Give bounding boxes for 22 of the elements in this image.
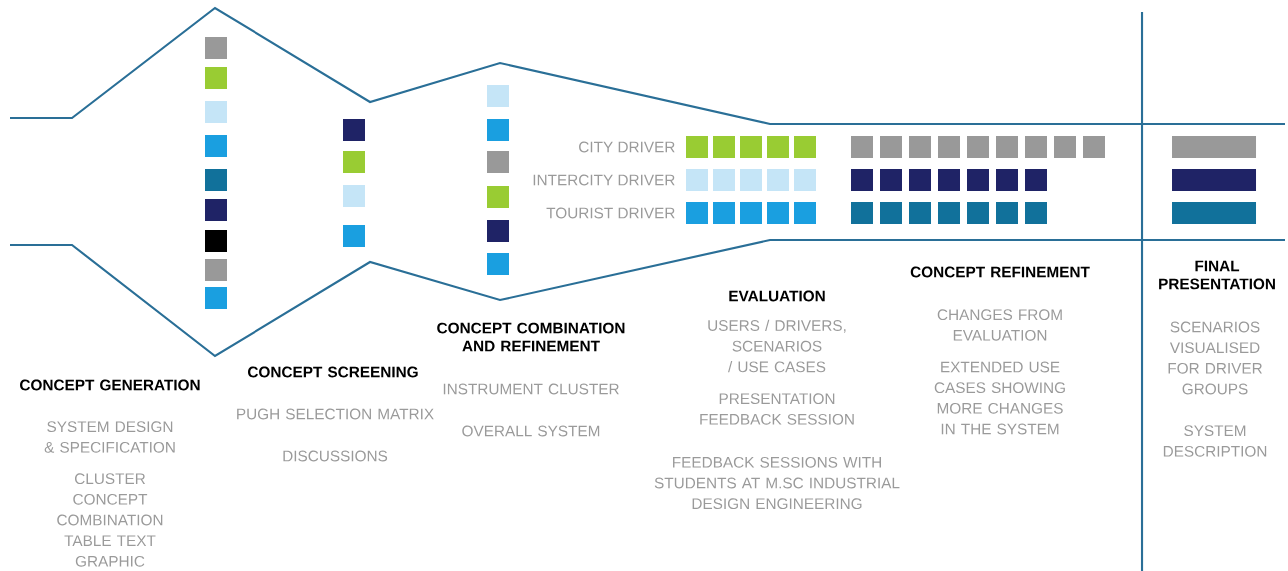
- stage-heading: EVALUATION: [729, 290, 825, 302]
- stage-note: CLUSTER CONCEPT COMBINATION TABLE TEXT GRAPHIC: [57, 473, 163, 567]
- stage-note: DISCUSSIONS: [283, 450, 388, 462]
- stage-note: SYSTEM DESCRIPTION: [1163, 425, 1267, 457]
- stage-note: USERS / DRIVERS, SCENARIOS / USE CASES: [708, 319, 846, 373]
- stage-note: OVERALL SYSTEM: [462, 425, 600, 437]
- stage-note: SYSTEM DESIGN & SPECIFICATION: [44, 421, 175, 453]
- row-label: TOURIST DRIVER: [546, 207, 675, 219]
- stage-note: EXTENDED USE CASES SHOWING MORE CHANGES IN THE SYSTEM: [934, 361, 1065, 435]
- stage-note: SCENARIOS VISUALISED FOR DRIVER GROUPS: [1168, 321, 1262, 395]
- row-label: CITY DRIVER: [579, 141, 675, 153]
- stage-heading: CONCEPT GENERATION: [20, 379, 200, 391]
- stage-heading: CONCEPT REFINEMENT: [910, 266, 1090, 278]
- stage-heading: CONCEPT COMBINATION AND REFINEMENT: [437, 322, 625, 352]
- stage-heading: CONCEPT SCREENING: [248, 366, 418, 378]
- row-label: INTERCITY DRIVER: [533, 174, 675, 186]
- stage-heading: FINAL PRESENTATION: [1159, 260, 1275, 290]
- stage-note: INSTRUMENT CLUSTER: [443, 383, 619, 395]
- stage-note: FEEDBACK SESSIONS WITH STUDENTS AT M.SC INDUSTRIAL DESIGN ENGINEERING: [654, 456, 900, 510]
- stage-note: PUGH SELECTION MATRIX: [237, 408, 434, 420]
- stage-note: PRESENTATION FEEDBACK SESSION: [700, 393, 854, 425]
- stage-note: CHANGES FROM EVALUATION: [937, 309, 1062, 341]
